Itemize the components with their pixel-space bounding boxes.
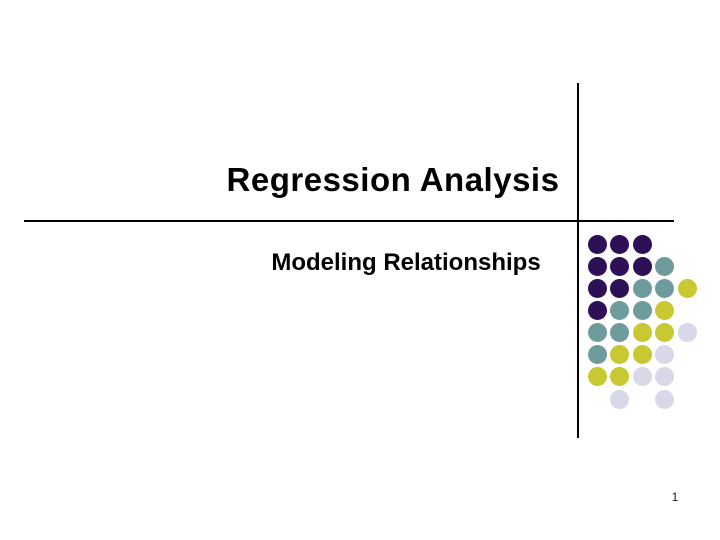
decorative-dot	[655, 345, 674, 365]
decorative-dot	[610, 345, 629, 365]
decorative-dot	[587, 367, 607, 387]
decorative-dot	[610, 367, 629, 387]
decorative-dot	[632, 345, 652, 365]
decorative-dot	[632, 300, 652, 320]
page-number: 1	[671, 490, 679, 504]
decorative-dot	[610, 323, 629, 343]
decorative-dot	[587, 278, 607, 298]
decorative-dot	[655, 389, 674, 409]
vertical-rule	[577, 83, 579, 438]
decorative-dot	[655, 323, 674, 343]
decorative-dot	[677, 323, 697, 343]
decorative-dot	[677, 278, 697, 298]
decorative-dot	[655, 278, 674, 298]
decorative-dot	[610, 389, 629, 409]
slide-subtitle: Modeling Relationships	[271, 249, 541, 276]
decorative-dot	[610, 300, 629, 320]
decorative-dot	[655, 300, 674, 320]
decorative-dot	[587, 300, 607, 320]
decorative-dot	[587, 323, 607, 343]
decorative-dot	[610, 278, 629, 298]
decorative-dot	[632, 278, 652, 298]
decorative-dot	[632, 323, 652, 343]
decorative-dot	[587, 345, 607, 365]
slide-title: Regression Analysis	[226, 161, 560, 198]
decorative-dot	[632, 367, 652, 387]
decorative-dot	[655, 367, 674, 387]
horizontal-rule	[24, 220, 674, 222]
